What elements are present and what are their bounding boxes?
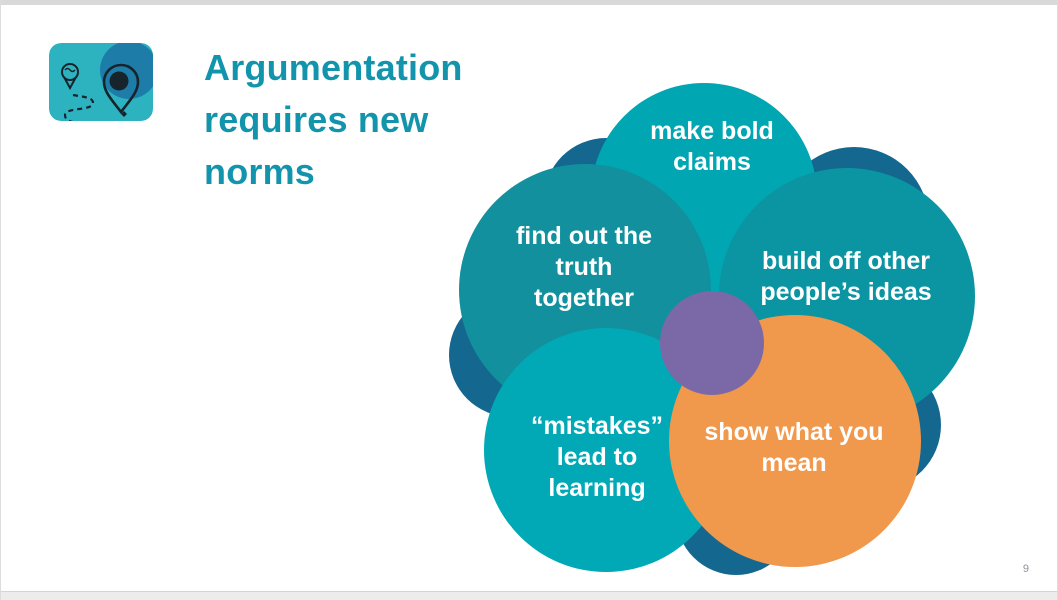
petal-label-make-bold-claims: make bold claims [650, 117, 774, 176]
window-bottom-bar [1, 591, 1057, 600]
small-pin-outline [61, 63, 79, 81]
petal-label-show-what-you-mean: show what you mean [704, 418, 884, 477]
map-journey-pin-icon [49, 43, 153, 121]
large-pin-outline [102, 63, 140, 115]
petal-label-mistakes-learning: “mistakes” lead to learning [530, 412, 664, 502]
petal-circle-mistakes-learning [484, 328, 728, 572]
center-circle [660, 291, 764, 395]
petal-label-find-out-truth: find out the truth together [515, 222, 653, 312]
slide-title: Argumentation requires new norms [204, 47, 463, 192]
small-pin-point [63, 76, 77, 91]
page-number: 9 [1022, 563, 1029, 575]
small-pin-squiggle [64, 67, 76, 73]
petal-label-build-off-ideas: build off other people’s ideas [760, 247, 932, 306]
window-top-edge [1, 0, 1057, 5]
pin-heart [121, 111, 127, 117]
large-pin-dot [109, 71, 129, 91]
journey-trail [63, 93, 95, 121]
